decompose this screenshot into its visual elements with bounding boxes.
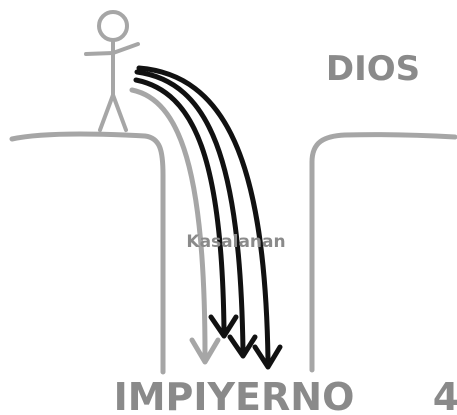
figure-arm-right	[111, 42, 140, 55]
black-arrow-3-head	[252, 344, 283, 370]
left-cliff	[9, 131, 166, 375]
figure-arm-left	[84, 51, 115, 56]
figure-leg-right	[111, 93, 128, 132]
black-arrow-1-head	[208, 314, 239, 339]
label-kasalanan: Kasalanan	[186, 232, 285, 252]
stick-figure	[84, 10, 140, 132]
figure-leg-left	[98, 93, 115, 132]
black-fall-arrows	[133, 65, 283, 370]
black-arrow-2	[134, 69, 246, 353]
page-number: 4	[433, 375, 457, 415]
label-dios: DIOS	[326, 49, 420, 89]
label-impiyerno: IMPIYERNO	[114, 375, 355, 415]
black-arrow-1	[133, 77, 227, 333]
gray-fall-arrow	[129, 87, 221, 365]
black-arrow-2-head	[227, 334, 258, 359]
black-arrow-3	[136, 65, 271, 363]
figure-head	[97, 10, 129, 42]
right-cliff	[309, 132, 457, 373]
